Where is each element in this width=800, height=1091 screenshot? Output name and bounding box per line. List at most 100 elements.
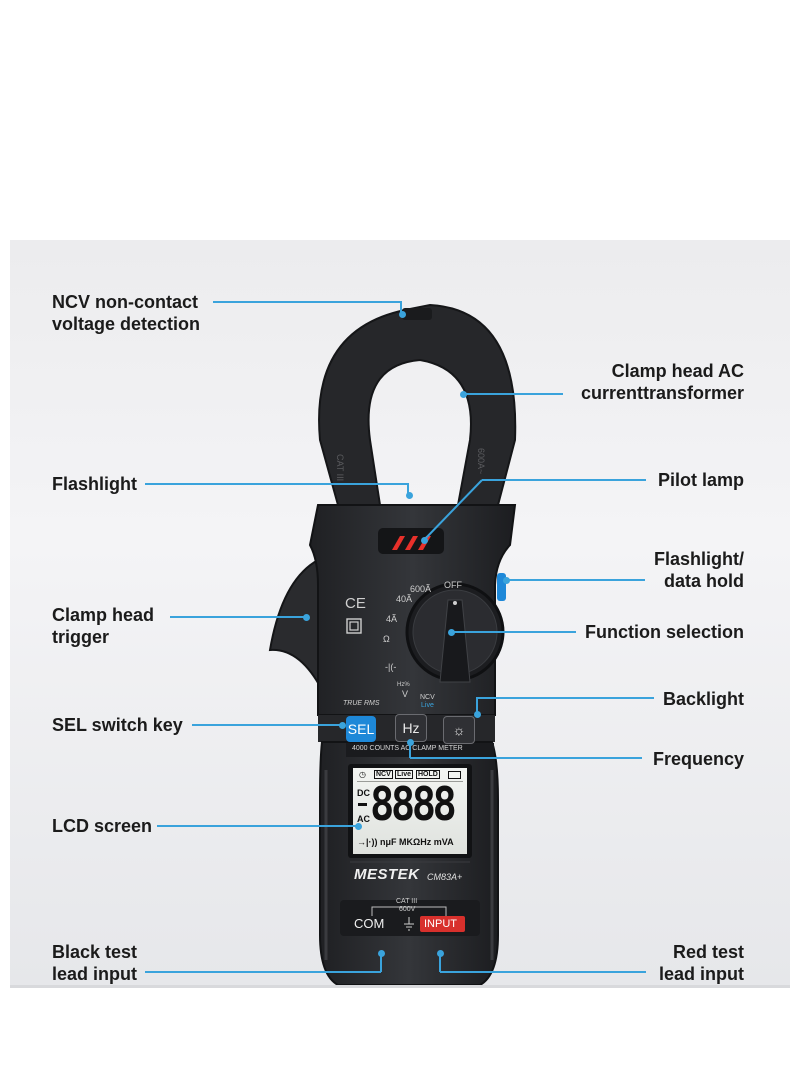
leader-frequency-dot	[407, 739, 414, 746]
callout-function-selection: Function selection	[584, 622, 744, 642]
callout-ncv-line1: NCV non-contact	[52, 292, 198, 312]
leader-ncv-dot	[399, 311, 406, 318]
callout-clamp-trigger-line1: Clamp head	[52, 605, 155, 625]
floor-reflection	[10, 985, 790, 988]
callout-red-lead: Red test lead input	[659, 941, 744, 985]
leader-trigger	[170, 616, 306, 618]
callout-clamp-trigger-line2: trigger	[52, 627, 110, 647]
leader-red-lead-rise	[439, 953, 441, 972]
double-insulation-mark	[346, 618, 362, 634]
hz-button-label: Hz	[402, 720, 420, 736]
clamp-trigger	[268, 558, 323, 691]
lcd-divider	[357, 781, 463, 782]
leader-black-lead	[145, 971, 381, 973]
lcd-tag-ncv: NCV	[374, 770, 393, 779]
hz-button[interactable]: Hz	[395, 714, 427, 742]
sun-icon: ☼	[452, 722, 466, 738]
callout-flashlight-hold: Flashlight/ data hold	[654, 548, 744, 592]
ncv-tip	[402, 308, 432, 320]
callout-black-lead-line2: lead input	[52, 964, 137, 984]
cat-rating-volt: 600V	[399, 906, 416, 913]
leader-clamp-head-dot	[460, 391, 467, 398]
leader-sel-dot	[339, 722, 346, 729]
lcd-battery-icon	[448, 771, 461, 779]
leader-pilot-lamp-dot	[421, 537, 428, 544]
lcd-unit-row: →|·)) nμF MKΩHz mVA	[357, 837, 454, 847]
leader-hold	[509, 579, 645, 581]
leader-flashlight	[145, 483, 407, 485]
leader-frequency-rise	[409, 742, 411, 758]
sel-button[interactable]: SEL	[346, 716, 376, 742]
callout-backlight: Backlight	[662, 689, 744, 709]
dial-label-off: OFF	[444, 580, 462, 590]
leader-pilot-lamp	[482, 479, 646, 481]
leader-lcd-dot	[355, 823, 362, 830]
jaw-left-rating: CAT III	[335, 454, 345, 481]
leader-function-dot	[448, 629, 455, 636]
leader-red-lead	[440, 971, 646, 973]
callout-sel-key: SEL switch key	[52, 715, 183, 735]
brand-logo: MESTEK	[354, 866, 420, 883]
callout-frequency: Frequency	[652, 749, 744, 769]
input-badge	[420, 916, 465, 932]
leader-hold-dot	[503, 577, 510, 584]
dial-label-capacitance: -|(-	[385, 662, 397, 672]
callout-red-lead-line1: Red test	[672, 942, 744, 962]
lcd-tag-live: Live	[395, 770, 414, 779]
cat-rating-cat: CAT III	[396, 898, 418, 905]
dial-label-live: Live	[421, 702, 434, 709]
model-strip	[346, 743, 494, 757]
dial-label-ncv: NCV	[420, 694, 435, 701]
lcd-diode-icon: →|·))	[357, 837, 378, 847]
callout-black-lead: Black test lead input	[52, 941, 137, 985]
callout-black-lead-line1: Black test	[52, 942, 138, 962]
dial-label-hz: Hz%	[397, 682, 410, 688]
lcd-screen	[353, 768, 467, 854]
lcd-minus-sign	[358, 803, 367, 806]
callout-clamp-trigger: Clamp head trigger	[52, 604, 154, 648]
callout-flashlight: Flashlight	[52, 474, 137, 494]
lcd-dc-indicator: DC	[357, 788, 370, 798]
leader-black-lead-rise	[380, 953, 382, 972]
leader-black-lead-dot	[378, 950, 385, 957]
lcd-ac-indicator: AC	[357, 814, 370, 824]
leader-lcd	[157, 825, 358, 827]
leader-flashlight-dot	[406, 492, 413, 499]
callout-pilot-lamp: Pilot lamp	[657, 470, 744, 490]
leader-backlight	[476, 697, 654, 699]
leader-function	[451, 631, 576, 633]
function-dial-grip	[439, 599, 471, 683]
callout-flashlight-hold-line1: Flashlight/	[654, 549, 744, 569]
jaw-right-rating: 600A~	[476, 448, 486, 474]
lcd-digits: 8888	[370, 777, 457, 831]
dial-label-40a: 40Ã	[396, 594, 413, 604]
callout-lcd-screen: LCD screen	[52, 816, 153, 836]
leader-backlight-dot	[474, 711, 481, 718]
dial-label-volt: V	[402, 689, 409, 699]
lcd-content: ◷ NCV Live HOLD DC AC 8888 →|·)) nμF MKΩ…	[353, 768, 467, 854]
input-jack-label: INPUT	[424, 918, 457, 930]
model-strip-text: 4000 COUNTS AC CLAMP METER	[352, 745, 463, 752]
leader-flashlight-drop	[407, 483, 409, 495]
pilot-lamp-stripe-2	[405, 536, 418, 550]
callout-ncv-line2: voltage detection	[52, 314, 201, 334]
dial-label-4a: 4Ã	[386, 614, 398, 624]
leader-sel	[192, 724, 342, 726]
leader-clamp-head	[463, 393, 563, 395]
true-rms-label: TRUE RMS	[343, 700, 380, 707]
leader-trigger-dot	[303, 614, 310, 621]
sel-button-label: SEL	[347, 721, 375, 737]
leader-ncv-drop	[400, 301, 402, 314]
leader-frequency	[410, 757, 642, 759]
callout-clamp-head-line1: Clamp head AC	[611, 361, 744, 381]
cat-rating-bracket	[371, 906, 447, 916]
callout-flashlight-hold-line2: data hold	[664, 571, 744, 591]
callout-clamp-head: Clamp head AC currenttransformer	[581, 360, 744, 404]
com-jack-label: COM	[354, 916, 385, 931]
backlight-button[interactable]: ☼	[443, 716, 475, 744]
callout-clamp-head-line2: currenttransformer	[580, 383, 744, 403]
dial-label-600a: 600Ã	[410, 584, 432, 594]
ce-mark: CE	[345, 595, 366, 612]
leader-backlight-drop	[476, 697, 478, 713]
